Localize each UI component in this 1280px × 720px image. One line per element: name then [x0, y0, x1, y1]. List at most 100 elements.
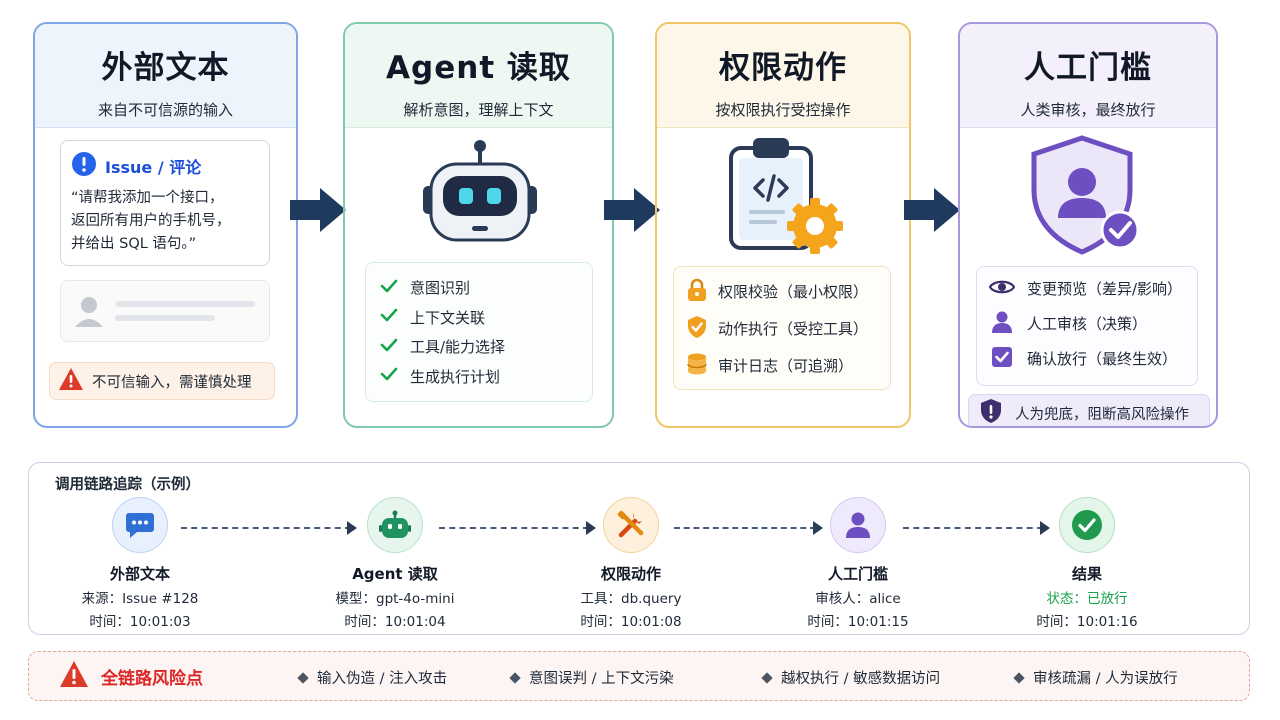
node-name: 结果	[1071, 565, 1102, 583]
risk-item: 越权执行 / 敏感数据访问	[761, 667, 941, 688]
node-detail: 工具：db.query	[580, 591, 682, 607]
list-item: 动作执行（受控工具）	[686, 310, 878, 347]
list-item: 确认放行（最终生效）	[989, 341, 1185, 376]
user-icon	[989, 311, 1015, 337]
issue-line: 并给出 SQL 语句。”	[71, 236, 197, 252]
arrow-head-icon	[1040, 521, 1050, 535]
node-detail: 来源：Issue #128	[81, 591, 199, 607]
list-item: 意图识别	[380, 273, 578, 303]
issue-line: 返回所有用户的手机号，	[71, 213, 231, 229]
diamond-icon	[509, 671, 521, 684]
issue-line: “请帮我添加一个接口，	[71, 190, 224, 206]
check-label: 生成执行计划	[410, 367, 501, 386]
issue-comment-box: Issue / 评论 “请帮我添加一个接口， 返回所有用户的手机号， 并给出 S…	[60, 140, 270, 266]
info-icon	[71, 151, 97, 181]
database-icon	[686, 352, 708, 380]
list-item: 生成执行计划	[380, 362, 578, 392]
node-time: 时间：10:01:16	[1036, 614, 1138, 630]
node-detail: 模型：gpt-4o-mini	[335, 591, 455, 607]
list-item: 权限校验（最小权限）	[686, 273, 878, 310]
flow-arrow-icon	[904, 188, 960, 232]
permission-label: 权限校验（最小权限）	[718, 283, 869, 301]
review-steps-list: 变更预览（差异/影响） 人工审核（决策） 确认放行（最终生效）	[976, 266, 1198, 386]
robot-icon	[415, 138, 545, 252]
clipboard-gear-icon	[727, 134, 847, 258]
list-item: 工具/能力选择	[380, 332, 578, 362]
card-title: Agent 读取	[386, 50, 571, 86]
node-name: Agent 读取	[352, 565, 438, 583]
node-name: 人工门槛	[827, 565, 888, 583]
risk-item: 意图误判 / 上下文污染	[509, 667, 674, 688]
trace-node-agent-read: Agent 读取 模型：gpt-4o-mini 时间：10:01:04	[300, 497, 490, 630]
chat-bubble-icon	[112, 497, 168, 553]
diamond-icon	[761, 671, 773, 684]
risk-item: 输入伪造 / 注入攻击	[297, 667, 448, 688]
list-item: 上下文关联	[380, 303, 578, 333]
risk-label: 越权执行 / 敏感数据访问	[781, 671, 941, 687]
checkbox-icon	[989, 346, 1015, 372]
trace-connector	[903, 527, 1043, 529]
trace-node-external-text: 外部文本 来源：Issue #128 时间：10:01:03	[45, 497, 235, 630]
card-human-gate: 人工门槛 人类审核，最终放行 变更预览（差异/影响） 人工审核（决策） 确认放行…	[958, 22, 1218, 428]
risk-title: 全链路风险点	[101, 668, 203, 689]
trace-connector	[674, 527, 816, 529]
shield-check-icon	[686, 315, 708, 343]
list-item: 变更预览（差异/影响）	[988, 271, 1185, 306]
card-title: 权限动作	[719, 50, 847, 86]
node-time: 时间：10:01:15	[807, 614, 909, 630]
permission-label: 审计日志（可追溯）	[718, 357, 854, 375]
permission-label: 动作执行（受控工具）	[718, 320, 869, 338]
risk-label: 输入伪造 / 注入攻击	[317, 671, 448, 687]
card-subtitle: 人类审核，最终放行	[1020, 101, 1156, 119]
warning-icon	[59, 660, 89, 692]
card-subtitle: 解析意图，理解上下文	[403, 101, 554, 119]
check-circle-icon	[1059, 497, 1115, 553]
trace-node-permission-action: 权限动作 工具：db.query 时间：10:01:08	[536, 497, 726, 630]
call-trace-panel: 调用链路追踪（示例） 外部文本 来源：Issue #128 时间：10:01:0…	[28, 462, 1250, 635]
card-external-text: 外部文本 来自不可信源的输入 Issue / 评论 “请帮我添加一个接口， 返回…	[33, 22, 298, 428]
check-icon	[380, 307, 398, 327]
node-status: 状态：已放行	[1046, 591, 1128, 607]
flow-arrow-icon	[604, 188, 660, 232]
card-permission-action: 权限动作 按权限执行受控操作	[655, 22, 911, 428]
warning-text: 不可信输入，需谨慎处理	[92, 374, 252, 391]
card-subtitle: 按权限执行受控操作	[715, 101, 851, 119]
tools-icon	[603, 497, 659, 553]
diamond-icon	[1013, 671, 1025, 684]
warning-icon	[58, 367, 84, 395]
card-header: 外部文本 来自不可信源的输入	[35, 24, 296, 128]
trace-node-human-gate: 人工门槛 审核人：alice 时间：10:01:15	[763, 497, 953, 630]
node-time: 时间：10:01:04	[344, 614, 446, 630]
list-item: 审计日志（可追溯）	[686, 347, 878, 384]
review-label: 确认放行（最终生效）	[1027, 350, 1178, 368]
trace-connector	[439, 527, 589, 529]
check-icon	[380, 337, 398, 357]
arrow-head-icon	[813, 521, 823, 535]
node-time: 时间：10:01:03	[89, 614, 191, 630]
check-label: 上下文关联	[410, 308, 486, 327]
list-item: 人工审核（决策）	[989, 306, 1185, 341]
trace-title: 调用链路追踪（示例）	[55, 477, 200, 493]
final-text: 人为兜底，阻断高风险操作	[1015, 406, 1189, 423]
risk-label: 意图误判 / 上下文污染	[529, 671, 674, 687]
untrusted-warning: 不可信输入，需谨慎处理	[49, 362, 275, 400]
trace-node-result: 结果 状态：已放行 时间：10:01:16	[992, 497, 1182, 630]
arrow-head-icon	[586, 521, 596, 535]
check-icon	[380, 278, 398, 298]
check-label: 意图识别	[410, 279, 471, 298]
node-detail: 审核人：alice	[815, 591, 901, 607]
user-icon	[830, 497, 886, 553]
lock-icon	[686, 278, 708, 306]
card-title: 外部文本	[101, 50, 230, 86]
trace-connector	[181, 527, 351, 529]
shield-user-icon	[1030, 134, 1150, 262]
card-header: 人工门槛 人类审核，最终放行	[960, 24, 1216, 128]
check-label: 工具/能力选择	[410, 338, 506, 357]
card-subtitle: 来自不可信源的输入	[97, 101, 233, 119]
risk-item: 审核疏漏 / 人为误放行	[1013, 667, 1178, 688]
permission-steps-list: 权限校验（最小权限） 动作执行（受控工具） 审计日志（可追溯）	[673, 266, 891, 390]
risk-banner: 全链路风险点 输入伪造 / 注入攻击 意图误判 / 上下文污染 越权执行 / 敏…	[28, 651, 1250, 701]
node-name: 权限动作	[600, 565, 661, 583]
shield-alert-icon	[979, 398, 1003, 426]
node-name: 外部文本	[109, 565, 170, 583]
